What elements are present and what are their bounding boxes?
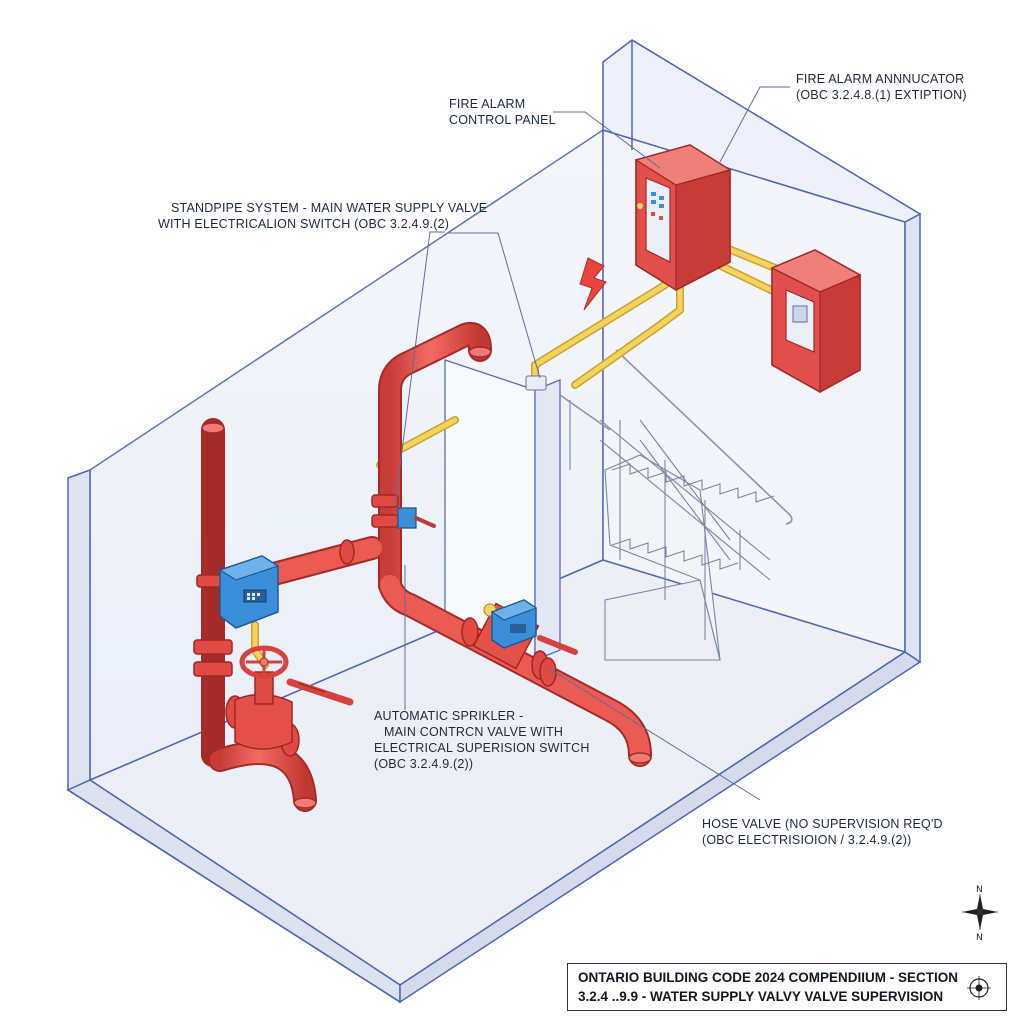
supervisory-switch-standpipe[interactable] [218,555,280,629]
label-line: CONTROL PANEL [449,113,556,127]
left-wall-edge [67,468,91,792]
label-line: HOSE VALVE (NO SUPERVISION REQ'D [702,817,943,831]
compass-north-label: N [976,885,983,895]
back-wall-cap [602,39,922,223]
label-standpipe-valve: STANDPIPE SYSTEM - MAIN WATER SUPPLY VAL… [158,200,487,232]
label-line: (OBC 3.2.4.9.(2)) [374,757,474,771]
pipe-flanges [193,494,557,757]
compass-rose-icon [962,894,998,930]
title-line-1: ONTARIO BUILDING CODE 2024 COMPENDIIUM -… [578,970,959,985]
label-fire-alarm-control-panel: FIRE ALARM CONTROL PANEL [449,96,556,128]
partition-wall [444,359,561,662]
compass-south-label: N [976,933,983,943]
title-emblem-icon [967,976,991,1000]
label-hose-valve: HOSE VALVE (NO SUPERVISION REQ'D (OBC EL… [702,816,943,848]
right-wall-edge [904,212,921,664]
leader-lines [394,86,790,801]
label-line: FIRE ALARM ANNNUCATOR [796,72,965,86]
handwheel-icon[interactable] [239,645,289,679]
label-line: AUTOMATIC SPRIKLER - [374,709,524,723]
title-block: ONTARIO BUILDING CODE 2024 COMPENDIIUM -… [567,963,1007,1011]
label-sprinkler-valve: AUTOMATIC SPRIKLER - MAIN CONTRCN VALVE … [374,708,590,772]
lightning-icon [579,257,607,311]
label-line: (OBC ELECTRISIOION / 3.2.4.9.(2)) [702,833,912,847]
supervisory-switch-riser[interactable] [397,507,436,529]
supervisory-switch-sprinkler[interactable] [490,599,538,649]
title-line-2: 3.2.4 ..9.9 - WATER SUPPLY VALVY VALVE S… [578,989,944,1004]
floor-slab-right [399,651,922,1004]
label-fire-alarm-annunciator: FIRE ALARM ANNNUCATOR (OBC 3.2.4.8.(1) E… [796,71,967,103]
standpipe-gate-valve[interactable] [234,645,354,750]
label-line: ELECTRICAL SUPERISION SWITCH [374,741,590,755]
label-line: STANDPIPE SYSTEM - MAIN WATER SUPPLY VAL… [171,201,488,215]
fire-alarm-control-panel[interactable] [634,144,732,292]
label-line: MAIN CONTRCN VALVE WITH [384,725,564,739]
label-line: WITH ELECTRICALION SWITCH (OBC 3.2.4.9.(… [158,217,450,231]
fire-alarm-annunciator[interactable] [770,249,862,394]
label-line: (OBC 3.2.4.8.(1) EXTIPTION) [796,88,967,102]
label-line: FIRE ALARM [449,97,526,111]
stairs [559,349,793,661]
